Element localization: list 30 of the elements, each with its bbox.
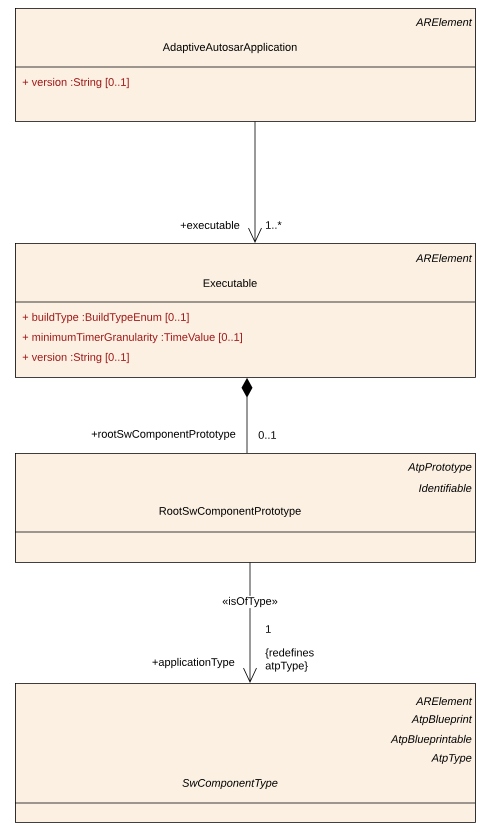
class-name: RootSwComponentPrototype — [160, 507, 301, 517]
stereotype-text: AtpBlueprint — [411, 714, 472, 726]
class-name: AdaptiveAutosarApplication — [162, 42, 297, 54]
role-label: 1..* — [266, 221, 282, 229]
stereotype-text: ARElement — [416, 696, 472, 706]
role-label: +applicationType — [152, 658, 234, 668]
class-box — [14, 8, 476, 122]
stereotype-text: AtpBlueprintable — [390, 734, 472, 746]
attribute-text: + minimumTimerGranularity :TimeValue [0..1] — [22, 332, 242, 344]
stereotype-text: AtpType — [431, 754, 472, 764]
attribute-text: + buildType :BuildTypeEnum [0..1] — [22, 312, 189, 324]
stereotype-text: ARElement — [416, 254, 472, 262]
association-line — [248, 121, 262, 243]
stereotype-text: ARElement — [416, 18, 472, 26]
role-label: +executable — [180, 220, 240, 230]
class-name: Executable — [204, 278, 257, 288]
stereotype-text: Identifiable — [419, 484, 472, 492]
attribute-text: + version :String [0..1] — [22, 78, 129, 88]
class-box — [14, 453, 476, 563]
edge-label: «isOfType» — [221, 596, 279, 608]
class-box — [14, 243, 476, 378]
role-label: +rootSwComponentPrototype — [92, 430, 236, 440]
role-label: {redefines atpType} — [265, 648, 314, 672]
role-label: 1 — [266, 625, 271, 633]
association-line — [243, 562, 257, 683]
role-label: 0..1 — [258, 431, 276, 439]
attribute-text: + version :String [0..1] — [22, 352, 129, 364]
stereotype-text: AtpPrototype — [408, 463, 472, 473]
class-box — [14, 683, 476, 823]
class-name: SwComponentType — [182, 779, 278, 789]
